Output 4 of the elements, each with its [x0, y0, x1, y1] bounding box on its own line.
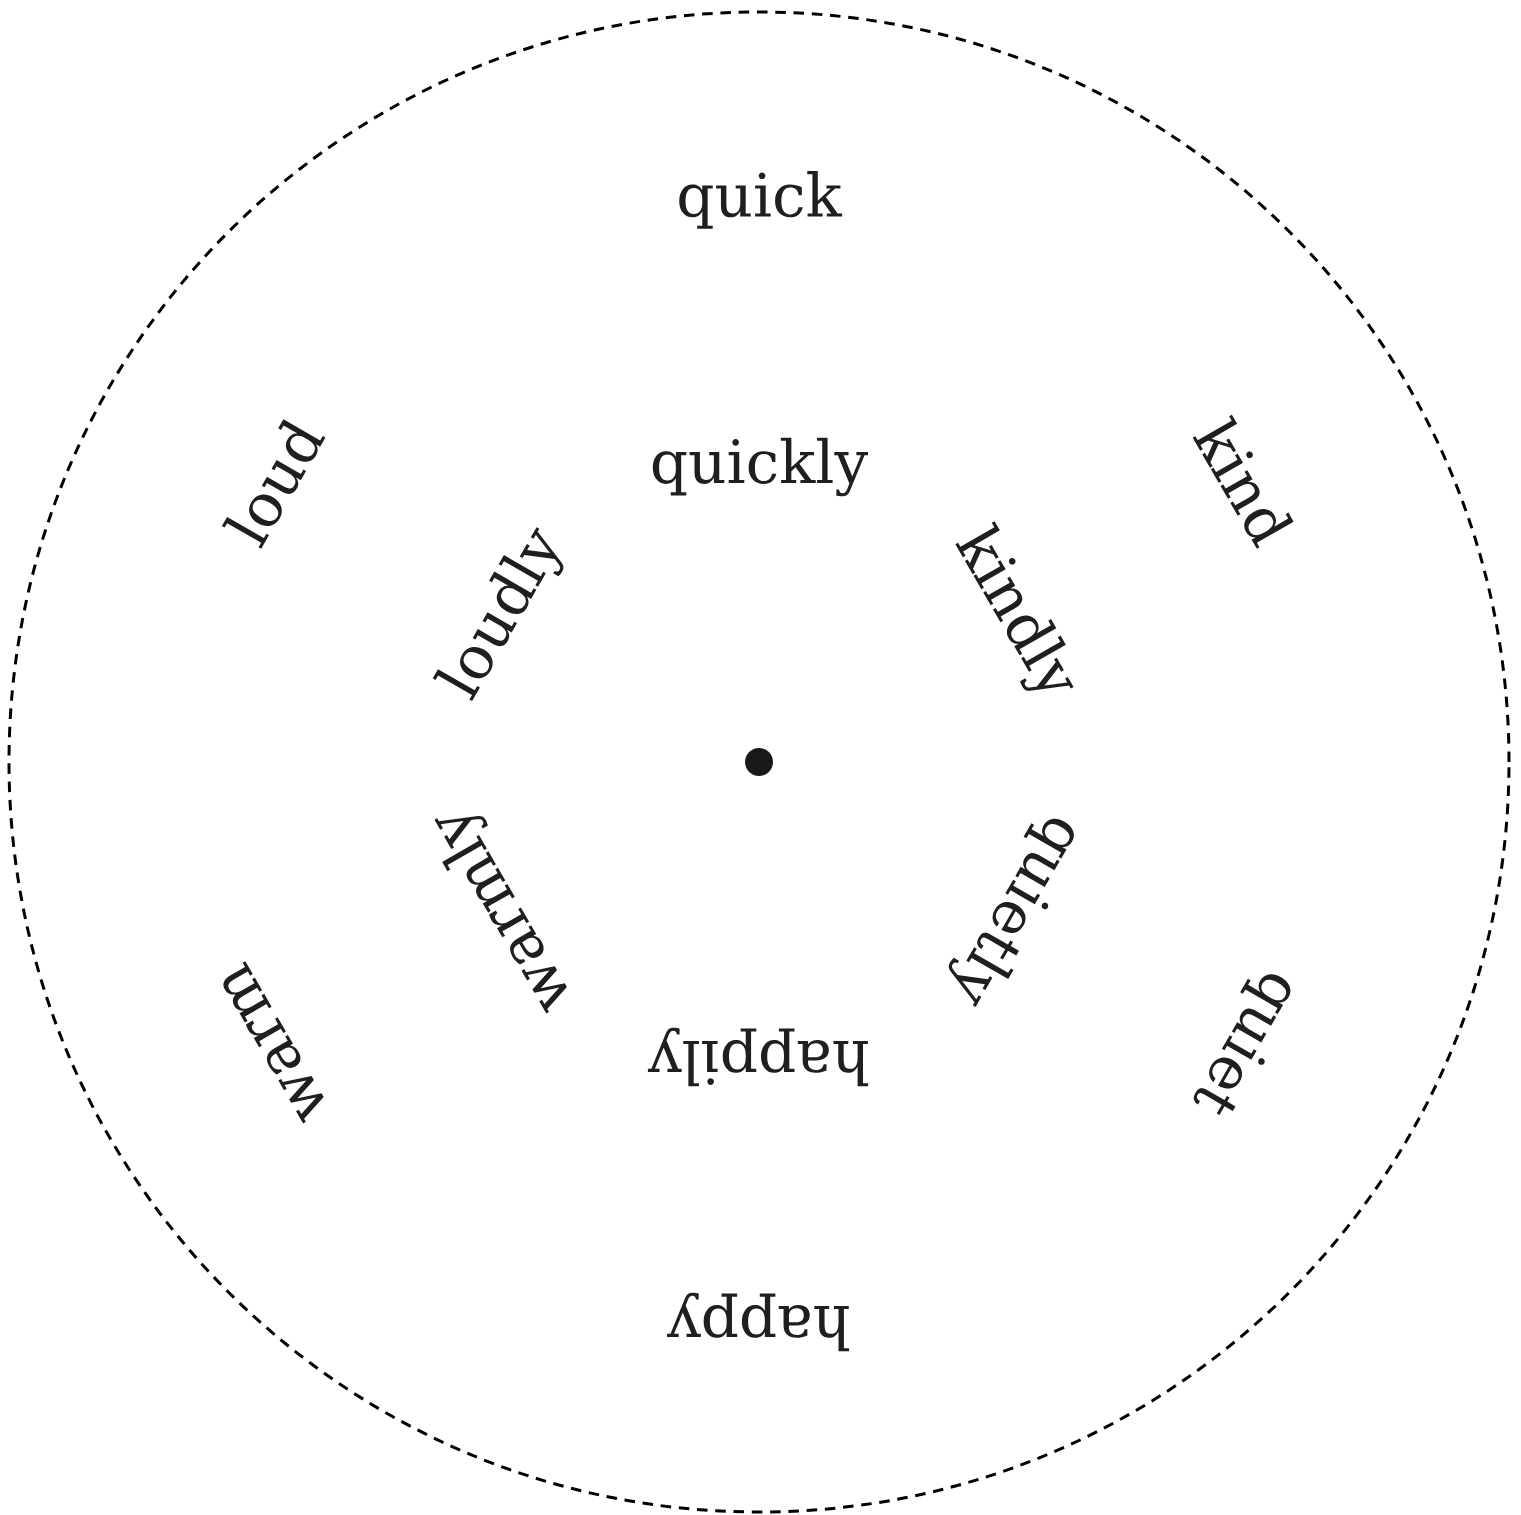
word-label: happily [647, 1027, 869, 1087]
word-label: quick [679, 171, 843, 229]
word-label: quickly [652, 437, 868, 497]
word-label: happy [667, 1292, 850, 1352]
